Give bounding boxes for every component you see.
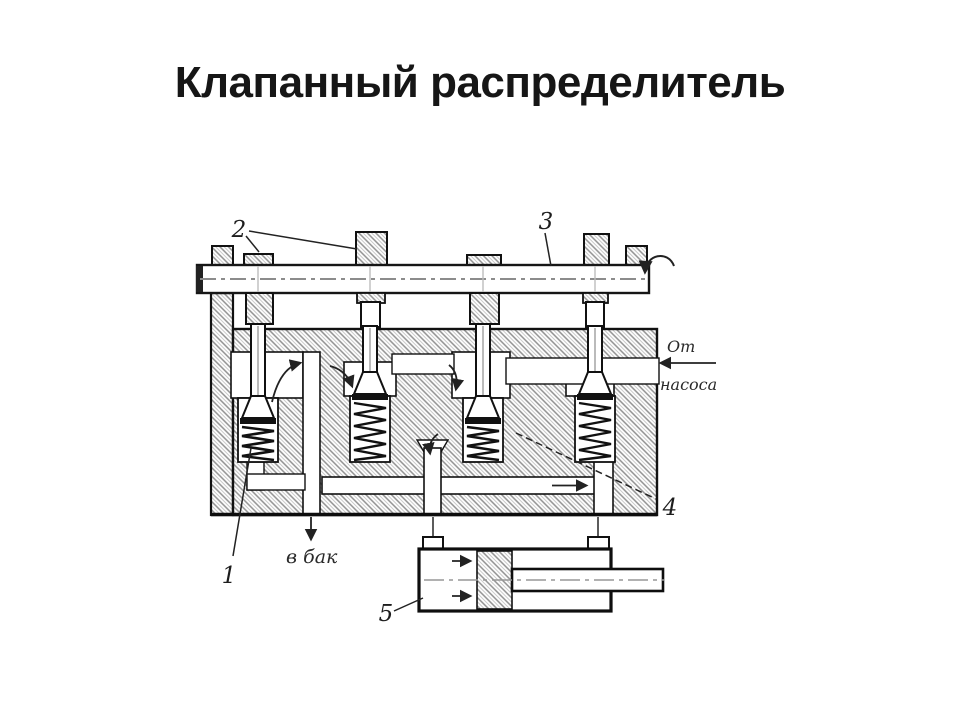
from-pump-text-line1: От [667,337,695,356]
chamber-valve-1 [230,351,304,399]
valve-disc-4 [577,394,613,400]
rotation-arrow-icon [638,255,675,275]
camshaft [195,231,675,328]
valve-disc-2 [352,394,388,400]
flow-arrow-icon [448,364,465,392]
valve-disc-1 [240,418,276,424]
tappet-guide-4 [585,301,605,328]
leader-lines [232,230,657,612]
flow-arrow-icon [271,359,303,403]
valve-assembly-3 [465,323,501,462]
valve-disc-3 [465,418,501,424]
valve-spring-2 [353,401,387,462]
left-post [211,245,234,267]
part-label-3: 3 [539,209,554,235]
part-label-5: 5 [379,601,394,627]
valve-spring-1 [241,425,275,462]
annotation-to-tank: в бак [286,517,338,568]
flow-arrows [271,359,589,492]
valve-spring-3 [466,425,500,462]
valve-assembly-2 [352,325,388,462]
drain-elbow-horizontal [246,473,306,491]
left-wall [209,291,235,517]
cylinder-port-channel-left [423,447,442,515]
cam-4-upper [583,233,610,267]
to-tank-text: в бак [286,546,338,568]
flow-arrow-icon [329,365,355,389]
passage-2-3 [391,353,455,375]
valve-spring-4 [578,401,612,462]
right-post [625,245,648,267]
annotation-from-pump: От насоса [658,337,717,394]
shaft-left-end [196,266,203,292]
part-label-4: 4 [662,495,678,521]
hydraulic-cylinder [417,517,665,613]
cam-3-lower [469,292,500,325]
cam-2-upper [355,231,388,267]
pump-inlet-passage [505,357,660,385]
flow-arrow-icon [422,433,439,456]
cam-1-lower [245,292,274,325]
part-label-2: 2 [231,217,247,243]
tappet-guide-2 [360,301,381,328]
valve-assembly-4 [577,325,613,462]
slide-title: Клапанный распределитель [174,58,786,107]
part-label-1: 1 [222,563,237,589]
from-pump-text-line2: насоса [660,375,717,394]
valve-assembly-1 [240,323,276,462]
